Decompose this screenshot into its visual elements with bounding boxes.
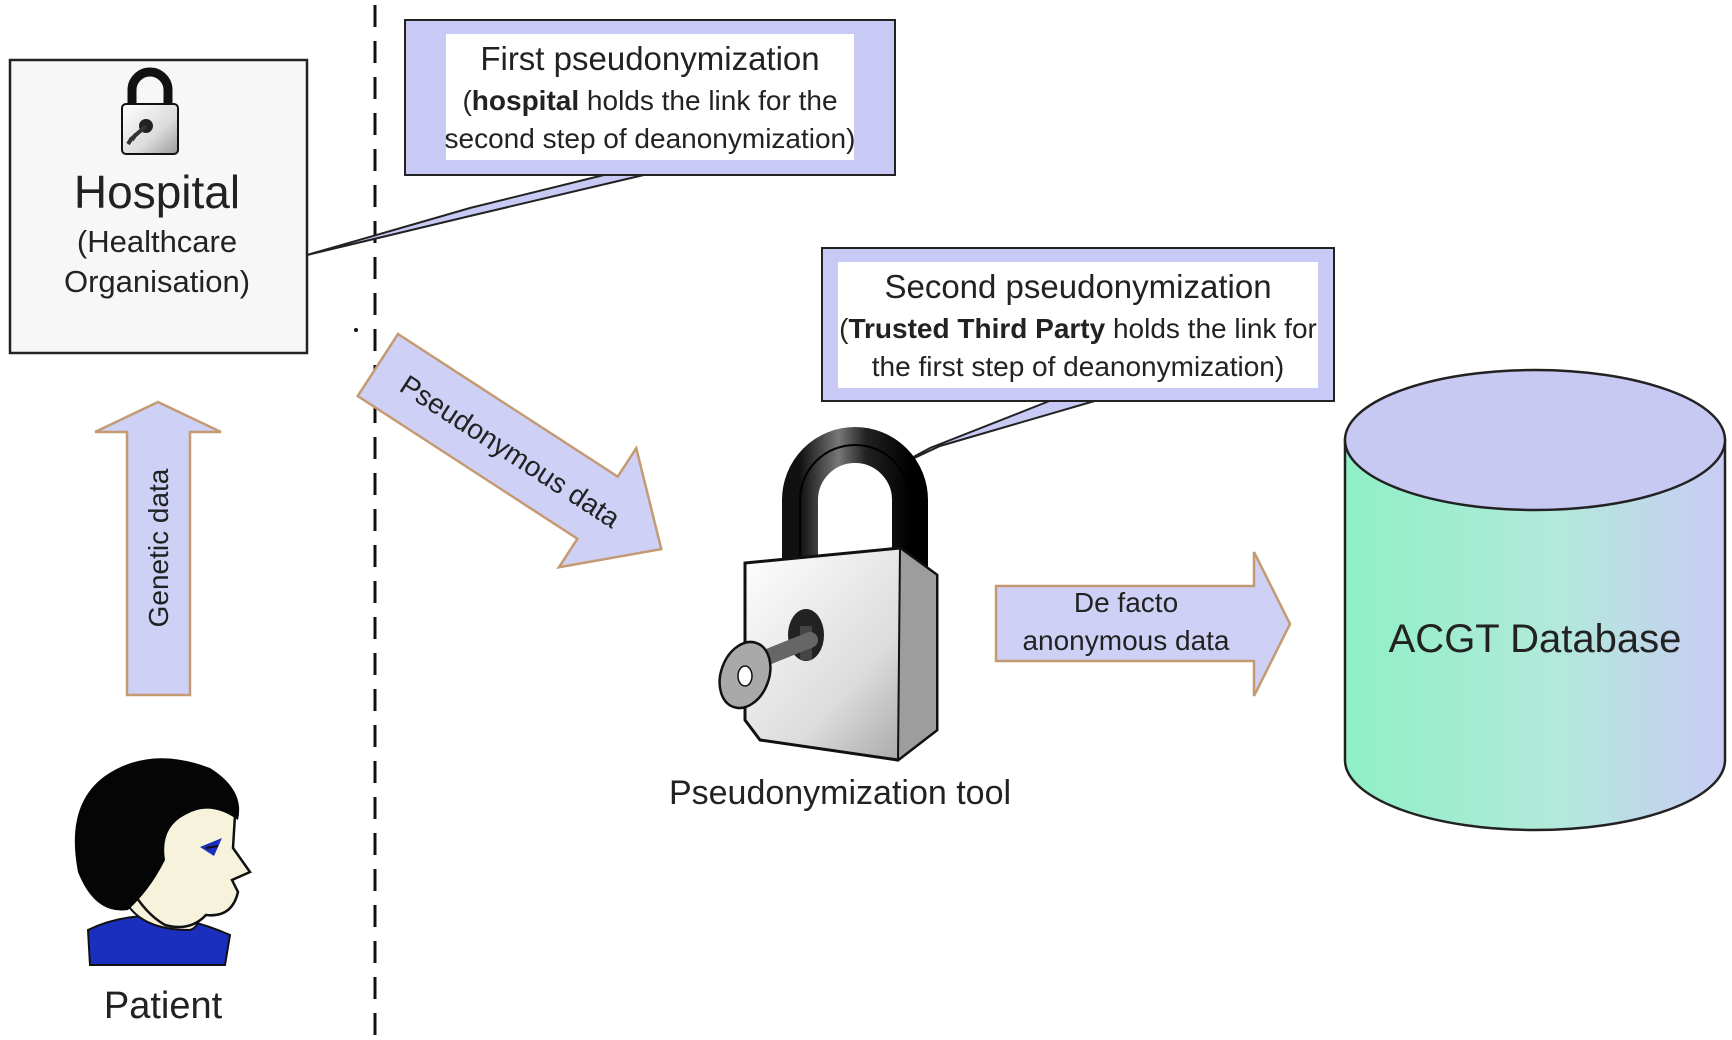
- patient-label: Patient: [104, 985, 223, 1027]
- padlock-icon: [121, 67, 179, 155]
- patient-face-icon: [74, 758, 252, 966]
- callout-first-pseudonymization: First pseudonymization (hospital holds t…: [306, 19, 896, 256]
- separator-dot: [354, 328, 358, 332]
- defacto-label-1: De facto: [1074, 587, 1178, 618]
- defacto-anonymous-arrow: De facto anonymous data: [994, 551, 1292, 697]
- pseudonymous-data-label: Pseudonymous data: [395, 369, 626, 534]
- callout-first-line2: second step of deanonymization): [445, 123, 856, 154]
- callout-second-line1: (Trusted Third Party holds the link for: [839, 313, 1317, 344]
- callout-first-line1: (hospital holds the link for the: [462, 85, 837, 116]
- callout-second-line2: the first step of deanonymization): [872, 351, 1284, 382]
- hospital-box: Hospital (Healthcare Organisation): [8, 58, 309, 355]
- callout-first-title: First pseudonymization: [480, 40, 819, 77]
- hospital-subtitle-1: (Healthcare: [77, 224, 237, 259]
- pseudonymous-data-arrow: Pseudonymous data: [355, 332, 663, 570]
- callout-second-pseudonymization: Second pseudonymization (Trusted Third P…: [821, 247, 1335, 469]
- defacto-label-2: anonymous data: [1022, 625, 1229, 656]
- database-label: ACGT Database: [1389, 617, 1682, 661]
- acgt-database: ACGT Database: [1343, 368, 1727, 832]
- callout-second-title: Second pseudonymization: [884, 268, 1271, 305]
- hospital-title: Hospital: [74, 166, 240, 218]
- hospital-subtitle-2: Organisation): [64, 264, 250, 299]
- genetic-data-arrow: Genetic data: [94, 400, 222, 697]
- padlock-large-icon: [718, 427, 939, 763]
- genetic-data-label: Genetic data: [143, 468, 174, 627]
- tool-label: Pseudonymization tool: [669, 774, 1011, 812]
